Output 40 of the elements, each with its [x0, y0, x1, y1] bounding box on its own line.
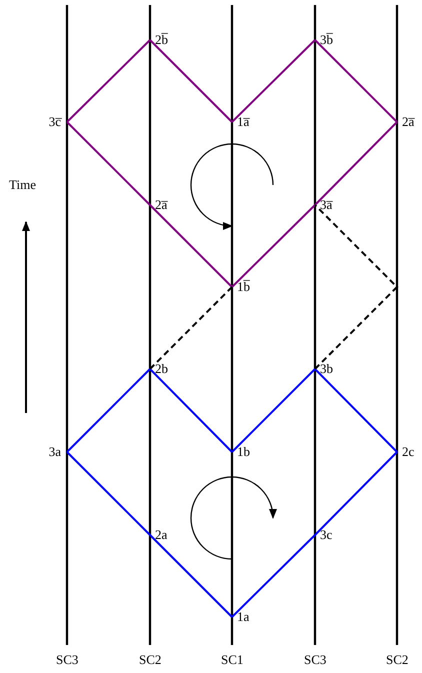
time-label: Time — [8, 177, 37, 192]
event-label: 3b — [319, 361, 334, 376]
signal-line — [149, 204, 233, 288]
signal-line — [314, 39, 398, 123]
signal-line — [149, 39, 233, 123]
dashed-line — [149, 286, 233, 370]
event-label: 1a̅ — [236, 114, 250, 129]
event-label: 3a̅ — [319, 197, 334, 212]
event-label: 1b — [236, 444, 251, 459]
worldline-label: SC2 — [138, 652, 162, 667]
event-label: 1b̅ — [236, 279, 251, 294]
event-label: 2b — [154, 361, 169, 376]
signal-line — [66, 368, 151, 453]
worldline-label: SC3 — [303, 652, 328, 667]
event-label: 2b̅ — [154, 32, 169, 47]
event-label: 2c — [401, 444, 416, 459]
event-label: 1a — [236, 609, 250, 624]
dashed-line — [314, 204, 398, 370]
event-label: 3c — [319, 527, 334, 542]
event-label: 3a — [48, 444, 62, 459]
event-label: 2a̅ — [401, 114, 416, 129]
signal-line — [314, 368, 398, 453]
signal-line — [231, 534, 316, 618]
event-label: 2a̅ — [154, 197, 168, 212]
signal-line — [66, 39, 151, 123]
worldline-label: SC2 — [385, 652, 410, 667]
signal-line — [66, 121, 151, 206]
event-label: 3c̅ — [48, 114, 62, 129]
worldline-label: SC1 — [220, 652, 244, 667]
event-label: 3b̅ — [319, 32, 334, 47]
signal-line — [66, 451, 151, 536]
signal-line — [231, 39, 316, 123]
signal-line — [314, 121, 398, 206]
event-label: 2a — [154, 527, 168, 542]
signal-line — [149, 368, 233, 453]
signal-line — [231, 368, 316, 453]
signal-line — [314, 451, 398, 536]
signal-line — [231, 204, 316, 288]
worldline-label: SC3 — [55, 652, 80, 667]
signal-line — [149, 534, 233, 618]
